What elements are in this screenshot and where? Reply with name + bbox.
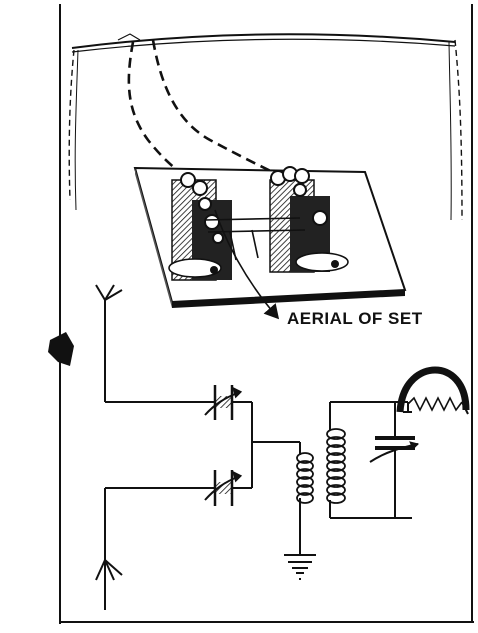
secondary-coil (326, 428, 346, 504)
circuit-wiring (104, 300, 412, 560)
antenna-symbol-bottom-icon (95, 559, 123, 610)
ink-blot (48, 332, 74, 366)
variable-capacitor-bottom (204, 470, 243, 506)
overhead-wire (68, 33, 463, 221)
dial-resistor (396, 366, 470, 415)
terminal-block-right (269, 166, 349, 273)
primary-coil (296, 452, 314, 504)
ground-symbol-icon (284, 554, 316, 580)
lead-in-wires (127, 39, 286, 180)
variable-capacitor-top (204, 385, 243, 420)
page-border (59, 4, 474, 624)
aerial-lead (214, 209, 280, 320)
antenna-symbol-icon (95, 284, 123, 301)
aerial-of-set-label: AERIAL OF SET (287, 309, 423, 328)
tuning-capacitor (369, 436, 419, 463)
